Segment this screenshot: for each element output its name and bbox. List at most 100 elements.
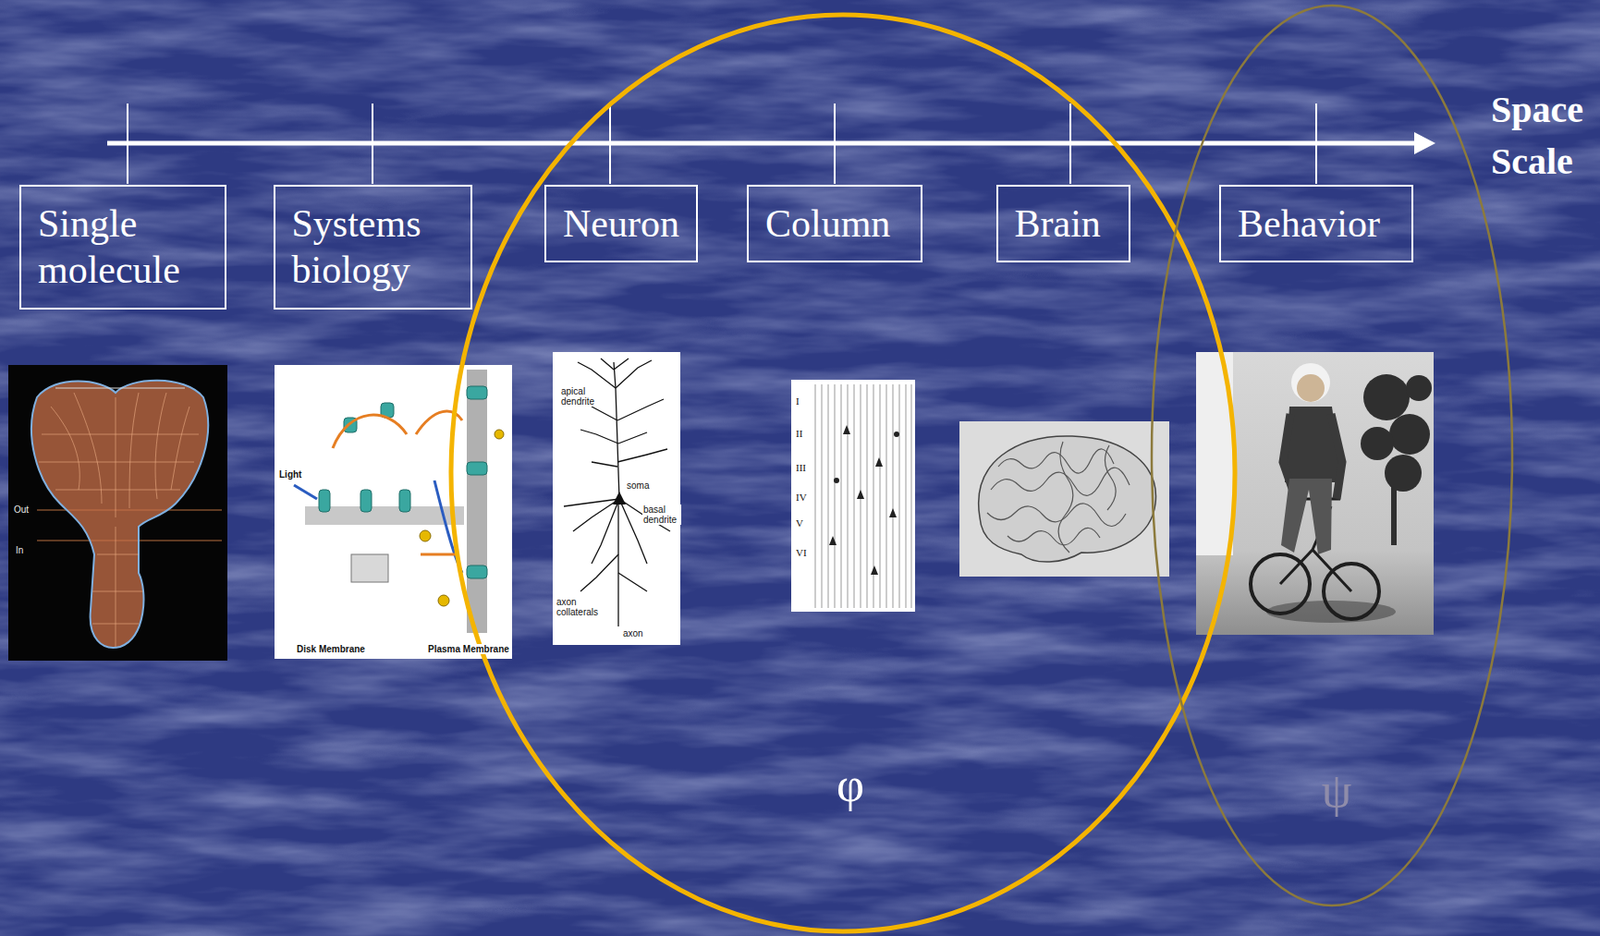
pathway-label: Light: [278, 469, 303, 480]
cyclist-photo-part: [1281, 478, 1332, 555]
molecule-image-part: [31, 380, 208, 648]
scale-level-name: Single molecule: [37, 200, 208, 294]
brain-drawing-part: [978, 436, 1157, 562]
cortical-column-drawing-part-part: [842, 425, 851, 435]
layer-numeral: III: [794, 462, 807, 474]
label-anchor: Plasma Membrane: [427, 644, 511, 655]
cortical-column-drawing: [791, 379, 916, 612]
signalling-diagram-part: [274, 365, 513, 660]
scale-level-name: Neuron: [562, 200, 680, 247]
neuron-part-label: axon: [622, 628, 645, 639]
signalling-diagram: [274, 365, 513, 660]
axis-title: Space Scale: [1490, 84, 1596, 188]
axis-tick-part: [1315, 103, 1318, 184]
label-anchor: axon: [622, 628, 645, 639]
brain-drawing: [959, 421, 1170, 577]
cortical-column-drawing-part-part: [833, 477, 840, 484]
scale-range-ellipse: ψBehavior: [1148, 1, 1516, 910]
signalling-diagram-part-part: [466, 462, 488, 476]
neuron-drawing-part-part: [580, 554, 648, 592]
neuron-drawing-part-part: [577, 358, 668, 467]
cortical-column-drawing-part: [791, 379, 916, 612]
label-anchor: III: [794, 462, 807, 474]
scale-box: Column: [746, 184, 923, 263]
scale-axis: [107, 103, 1436, 184]
neuron-drawing-part: [612, 491, 626, 505]
signalling-diagram-part-part: [399, 489, 411, 513]
membrane-side-label: In: [14, 545, 25, 556]
scale-axis-part: [1414, 132, 1436, 155]
signalling-diagram-part-part: [438, 595, 450, 607]
scale-box: Behavior: [1219, 184, 1414, 263]
neuron-part-label: axon collaterals: [555, 597, 610, 618]
neuron-part-label: soma: [625, 480, 650, 491]
brain-drawing-part-part: [1007, 527, 1100, 545]
neuron-drawing: [552, 352, 681, 646]
scale-level-name: Column: [765, 200, 904, 247]
cyclist-photo-part: [1291, 363, 1331, 403]
scale-box: Neuron: [544, 184, 698, 263]
cyclist-photo-part: [1250, 554, 1380, 620]
neuron-drawing-part-part: [617, 503, 619, 627]
brain-drawing-part: [987, 441, 1130, 553]
signalling-diagram-part: [466, 369, 488, 634]
label-anchor: In: [14, 545, 25, 556]
cortical-column-drawing-part-part: [829, 536, 837, 546]
cyclist-photo-part-part: [1389, 414, 1430, 455]
signalling-diagram-part: [318, 386, 488, 579]
scale-box: Single molecule: [19, 184, 227, 310]
label-anchor: Disk Membrane: [295, 644, 367, 655]
axis-tick-part: [126, 103, 129, 184]
label-anchor: soma: [625, 480, 650, 491]
cyclist-photo-part-part: [1384, 454, 1422, 492]
brain-drawing-part-part: [1104, 445, 1116, 511]
membrane-label: Disk Membrane: [295, 644, 367, 655]
neuron-part-label: basal dendrite: [642, 504, 682, 526]
ellipse-outline: [1151, 5, 1513, 906]
brain-drawing-part-part: [990, 467, 1130, 496]
signalling-diagram-part-part: [466, 565, 488, 579]
cortical-column-drawing-part-part: [856, 489, 865, 500]
brain-drawing-part: [959, 421, 1170, 577]
scale-axis-part: [107, 141, 1417, 147]
label-anchor: VI: [794, 547, 808, 559]
axis-tick-part: [1069, 103, 1072, 184]
brain-drawing-part-part: [998, 449, 1114, 474]
cyclist-photo-part-part: [1360, 427, 1394, 461]
neuron-drawing-part: [552, 352, 681, 646]
neuron-drawing-part-part: [613, 362, 620, 500]
membrane-side-label: Out: [12, 504, 30, 515]
layer-numeral: VI: [794, 547, 808, 559]
label-anchor: II: [794, 427, 804, 440]
cortical-column-drawing-part: [815, 384, 912, 609]
molecule-image-part: [8, 365, 228, 661]
label-anchor: basal dendrite: [642, 504, 682, 526]
layer-numeral: II: [794, 427, 804, 440]
cyclist-photo-part: [1296, 374, 1325, 403]
layer-numeral: V: [794, 517, 805, 529]
cyclist-photo-part: [1196, 352, 1434, 636]
axis-tick-part: [833, 103, 836, 184]
cortical-column-drawing-part-part: [889, 508, 897, 518]
scale-range-ellipse: φNeuronColumnBrain: [447, 11, 1239, 936]
signalling-diagram-part-part: [360, 489, 372, 513]
scale-level-name: Systems biology: [292, 200, 454, 294]
greek-symbol: φ: [836, 761, 865, 810]
scale-box: Systems biology: [273, 184, 473, 310]
membrane-label: Plasma Membrane: [427, 644, 511, 655]
label-anchor: apical dendrite: [560, 386, 611, 407]
signalling-diagram-part-part: [420, 553, 458, 557]
cortical-column-drawing-part-part: [870, 565, 879, 575]
label-anchor: IV: [794, 491, 808, 503]
ellipse-outline: [451, 14, 1235, 932]
label-anchor: I: [794, 395, 801, 407]
cyclist-photo: [1196, 352, 1434, 636]
neuron-part-label: apical dendrite: [560, 386, 611, 407]
molecule-image-part: [38, 392, 199, 648]
brain-drawing-part-part: [1058, 441, 1074, 553]
signalling-diagram-part-part: [419, 530, 431, 542]
